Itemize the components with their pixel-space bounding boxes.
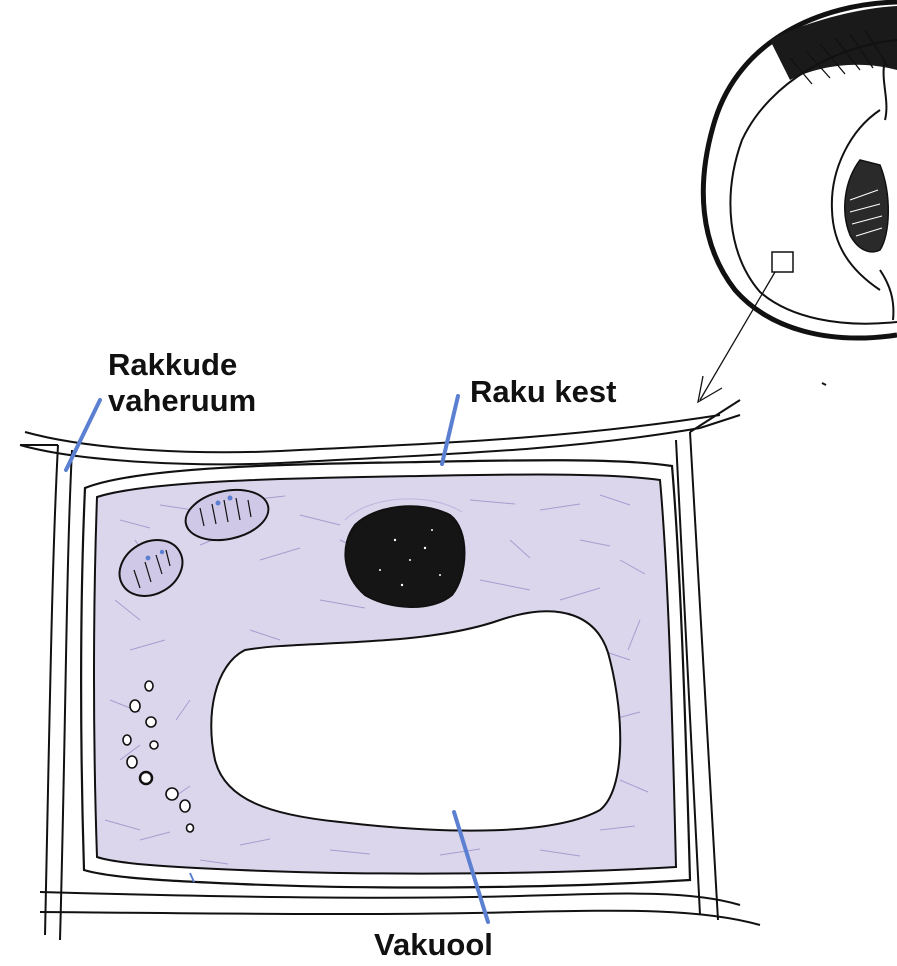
label-intercellular-space-line1: Rakkude: [108, 346, 237, 384]
fruit-cross-section-icon: [703, 2, 897, 338]
plant-cell: [81, 460, 690, 887]
label-cell-wall: Raku kest: [470, 373, 616, 411]
label-vacuole: Vakuool: [374, 926, 493, 964]
sample-square: [772, 252, 793, 272]
pointer-intercellular-space: [66, 400, 100, 470]
nucleus: [345, 506, 464, 607]
label-intercellular-space-line2: vaheruum: [108, 382, 256, 420]
